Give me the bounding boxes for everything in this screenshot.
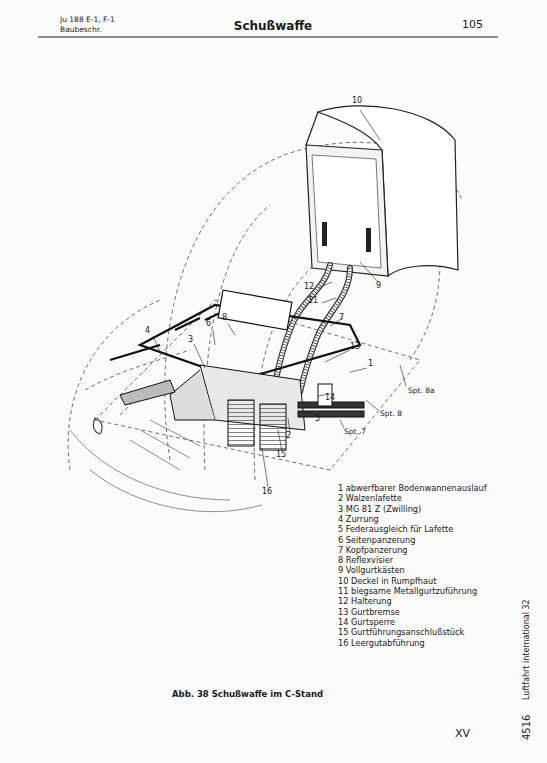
page-heading: Schußwaffe [234,20,313,33]
station-label: Spt. 8 [380,410,402,418]
callout-number: 14 [325,394,335,403]
header-text: Baubeschr. [60,26,101,34]
sheet-number: XV [455,728,470,740]
callout-number: 12 [304,283,314,292]
callout-number: 7 [339,314,344,323]
parts-list-item: 13 Gurtbremse [338,608,400,617]
callout-number: 4 [145,327,150,336]
callout-number: 1 [368,360,373,369]
parts-list-item: 8 Reflexvisier [338,556,393,565]
parts-list-item: 12 Halterung [338,597,392,606]
parts-list-item: 1 abwerfbarer Bodenwannenauslauf [338,484,487,493]
callout-number: 10 [352,97,362,106]
parts-list-item: 11 biegsame Metallgurtzuführung [338,587,477,596]
parts-list-item: 6 Seitenpanzerung [338,536,415,545]
callout-number: 11 [308,297,318,306]
callout-number: 8 [222,314,227,323]
callout-number: 6 [206,320,211,329]
callout-number: 2 [286,432,291,441]
callout-number: 16 [262,488,272,497]
parts-list-item: 4 Zurrung [338,515,379,524]
margin-note: Luftfahrt international 32 [523,599,532,700]
header-text: Ju 188 E-1, F-1 [60,16,115,24]
callout-number: 9 [376,282,381,291]
parts-list-item: 14 Gurtsperre [338,618,395,627]
station-label: Spt. 8a [408,387,435,395]
parts-list-item: 10 Deckel in Rumpfhaut [338,577,436,586]
callout-number: 13 [350,343,360,352]
parts-list-item: 9 Vollgurtkästen [338,566,405,575]
figure-caption: Abb. 38 Schußwaffe im C-Stand [172,690,323,699]
callout-number: 15 [276,451,286,460]
parts-list-item: 7 Kopfpanzerung [338,546,408,555]
parts-list-item: 16 Leergutabführung [338,639,425,648]
station-label: Spt. 7 [344,428,366,436]
parts-list-item: 3 MG 81 Z (Zwilling) [338,505,421,514]
page-number: 105 [462,19,483,31]
callout-number: 5 [315,415,320,424]
parts-list-item: 2 Walzenlafette [338,494,402,503]
parts-list-item: 5 Federausgleich für Lafette [338,525,453,534]
margin-code: 4516 [521,715,532,740]
callout-number: 3 [188,336,193,345]
parts-list-item: 15 Gurtführungsanschlußstück [338,628,464,637]
